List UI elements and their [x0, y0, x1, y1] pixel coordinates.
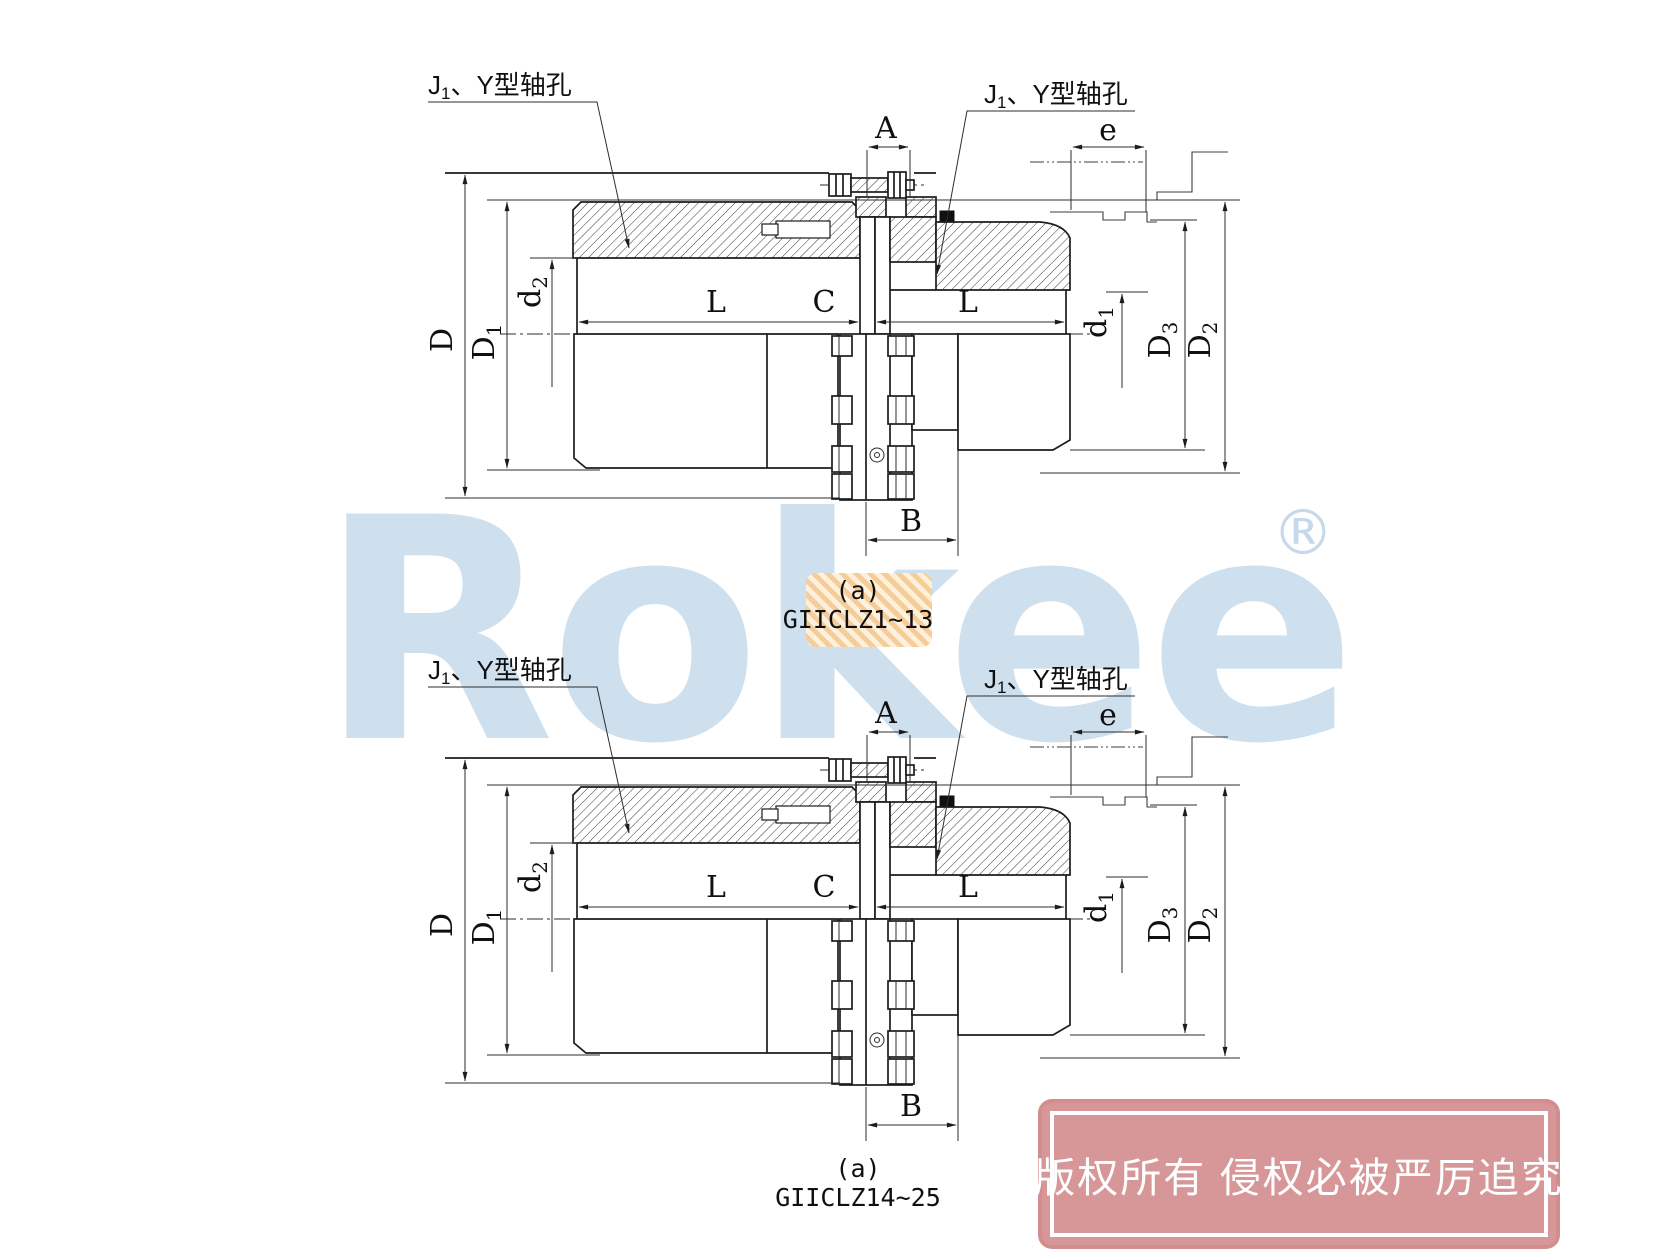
- dim-D3: D3: [1143, 322, 1182, 359]
- dim-D3: D3: [1143, 907, 1182, 944]
- dim-e: e: [1099, 698, 1117, 733]
- dim-d2: d2: [513, 276, 552, 308]
- dim-D2: D2: [1183, 322, 1222, 359]
- dim-B: B: [900, 1089, 922, 1124]
- right-hub-section: [935, 806, 1071, 876]
- dimension-labels: J1、Y型轴孔 J1、Y型轴孔 A e B L C L D D1 d2 d1 D…: [425, 70, 1222, 634]
- leader-label-left: J1、Y型轴孔: [428, 70, 572, 103]
- drawing-giiclz1-13: J1、Y型轴孔 J1、Y型轴孔 A e B L C L D D1 d2 d1 D…: [425, 70, 1240, 634]
- part-geometry: [500, 151, 1228, 501]
- phantom-outline: [1030, 151, 1228, 223]
- leader-label-right: J1、Y型轴孔: [984, 79, 1128, 112]
- dimension-labels: J1、Y型轴孔 J1、Y型轴孔 A e B L C L D D1 d2 d1 D…: [425, 655, 1222, 1212]
- dim-d2: d2: [513, 861, 552, 893]
- orange-hatch-watermark: [806, 573, 932, 647]
- dim-C: C: [813, 870, 836, 905]
- dim-D1: D1: [467, 909, 506, 946]
- leader-label-right: J1、Y型轴孔: [984, 664, 1128, 697]
- leader-label-left: J1、Y型轴孔: [428, 655, 572, 688]
- dim-d1: d1: [1079, 891, 1118, 923]
- caption-index: (a): [835, 1154, 880, 1183]
- dim-e: e: [1099, 113, 1117, 148]
- dimension-lines: [428, 101, 1240, 556]
- caption-model: GIICLZ14~25: [775, 1183, 941, 1212]
- dim-L-left: L: [706, 285, 726, 320]
- dim-D: D: [425, 328, 460, 352]
- phantom-outline: [1030, 736, 1228, 808]
- flange-bolts: [831, 920, 915, 1085]
- drawing-giiclz14-25: J1、Y型轴孔 J1、Y型轴孔 A e B L C L D D1 d2 d1 D…: [425, 655, 1240, 1212]
- dim-D: D: [425, 913, 460, 937]
- dim-L-left: L: [706, 870, 726, 905]
- dim-D2: D2: [1183, 907, 1222, 944]
- part-geometry: [500, 736, 1228, 1086]
- dim-L-right: L: [958, 870, 978, 905]
- caption-index: (a): [835, 576, 880, 605]
- registered-trademark-icon: ®: [1272, 496, 1334, 569]
- caption-model: GIICLZ1~13: [783, 605, 934, 634]
- dim-d1: d1: [1079, 306, 1118, 338]
- right-hub-section: [935, 221, 1071, 291]
- dim-C: C: [813, 285, 836, 320]
- copyright-stamp-border: 版权所有 侵权必被严厉追究: [1034, 1111, 1562, 1237]
- dim-L-right: L: [958, 285, 978, 320]
- dim-D1: D1: [467, 324, 506, 361]
- flange-bolts: [831, 335, 915, 500]
- top-bolt: [828, 171, 915, 199]
- dim-A: A: [874, 111, 897, 146]
- dim-A: A: [874, 696, 897, 731]
- copyright-stamp-text: 版权所有 侵权必被严厉追究: [1034, 1155, 1564, 1201]
- copyright-stamp: 版权所有 侵权必被严厉追究: [1034, 1103, 1562, 1245]
- dim-B: B: [900, 504, 922, 539]
- dimension-lines: [428, 686, 1240, 1141]
- top-bolt: [828, 756, 915, 784]
